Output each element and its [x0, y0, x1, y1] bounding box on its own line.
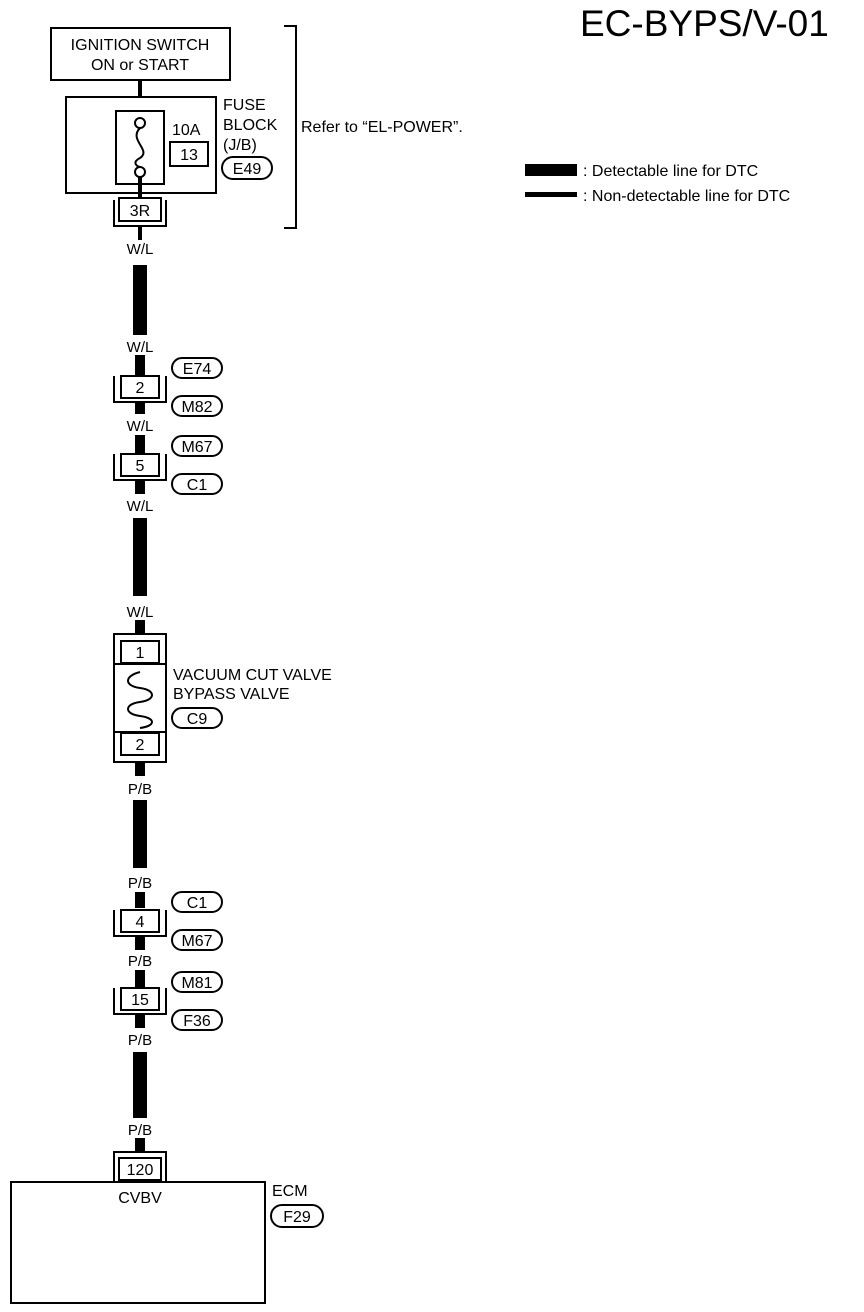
ecm-terminal-bracket [113, 1151, 167, 1182]
terminal-3r-box [118, 197, 162, 222]
joint-3-terminal: 4 [136, 914, 145, 931]
connector-pill-f36 [171, 1009, 223, 1031]
wire-detectable-segment [133, 265, 147, 335]
valve-terminal-out: 2 [136, 737, 145, 754]
wire-detectable-segment [133, 1052, 147, 1118]
connector-id-c9: C9 [187, 711, 208, 728]
valve-label-2: BYPASS VALVE [173, 686, 290, 703]
joint-4-terminal-box [120, 987, 160, 1011]
wire-segment [135, 355, 145, 375]
wire-segment [135, 1138, 145, 1152]
connector-id-c1: C1 [187, 477, 208, 494]
connector-pill-m67-lower [171, 929, 223, 951]
connector-pill-m67 [171, 435, 223, 457]
joint-4-terminal: 15 [131, 992, 149, 1009]
wire-color-label: W/L [127, 604, 154, 621]
wire-segment [135, 970, 145, 988]
fuse-number: 13 [180, 147, 198, 164]
wire-color-label: W/L [127, 498, 154, 515]
connector-id-e74: E74 [183, 361, 212, 378]
refer-bracket [284, 25, 297, 229]
joint-2-terminal-box [120, 453, 160, 477]
wire-segment [135, 480, 145, 494]
wire-segment [135, 936, 145, 950]
connector-pill-c1-lower [171, 891, 223, 913]
refer-note: Refer to “EL-POWER”. [301, 119, 463, 136]
ignition-switch-box [50, 27, 231, 81]
wire-color-label: P/B [128, 781, 152, 798]
terminal-3r-label: 3R [130, 203, 150, 220]
ecm-box [10, 1181, 266, 1304]
joint-3-terminal-box [120, 909, 160, 933]
legend-detectable-label: : Detectable line for DTC [583, 163, 758, 180]
ecm-pin-name: CVBV [118, 1190, 162, 1207]
wire-color-label: P/B [128, 1032, 152, 1049]
connector-id-f36: F36 [183, 1013, 211, 1030]
wire-color-label: W/L [127, 339, 154, 356]
connector-id-e49: E49 [233, 161, 262, 178]
legend-non-detectable-label: : Non-detectable line for DTC [583, 188, 790, 205]
wire-segment [135, 892, 145, 908]
fuse-block-label-1: FUSE [223, 97, 266, 114]
ignition-switch-label-1: IGNITION SWITCH [71, 37, 210, 54]
connector-pill-c9 [171, 707, 223, 729]
ecm-terminal: 120 [127, 1162, 154, 1179]
fuse-terminal-bottom [134, 166, 146, 178]
wire-segment [135, 762, 145, 776]
fuse-block-label-2: BLOCK [223, 117, 278, 134]
wire-color-label: P/B [128, 1122, 152, 1139]
connector-pill-c1 [171, 473, 223, 495]
legend-non-detectable-swatch [525, 192, 577, 197]
joint-1-terminal: 2 [136, 380, 145, 397]
wire-segment [135, 402, 145, 414]
connector-pill-m81 [171, 971, 223, 993]
fuse-number-box [169, 141, 209, 167]
valve-top-bracket [113, 633, 167, 664]
ignition-switch-label-2: ON or START [91, 57, 189, 74]
connector-pill-e74 [171, 357, 223, 379]
connector-pill-m82 [171, 395, 223, 417]
wire-color-label: W/L [127, 418, 154, 435]
connector-id-c1-lower: C1 [187, 895, 208, 912]
connector-id-m81: M81 [181, 975, 212, 992]
wire-segment [135, 1014, 145, 1028]
ecm-label: ECM [272, 1183, 308, 1200]
solenoid-coil-icon [127, 671, 153, 729]
connector-id-m82: M82 [181, 399, 212, 416]
valve-label-1: VACUUM CUT VALVE [173, 667, 332, 684]
connector-pill-e49 [221, 156, 273, 180]
fuse-block-label-3: (J/B) [223, 137, 257, 154]
fuse-terminal-top [134, 117, 146, 129]
connector-id-f29: F29 [283, 1209, 311, 1226]
joint-1-terminal-box [120, 375, 160, 399]
legend-detectable-swatch [525, 164, 577, 176]
connector-pill-f29 [270, 1204, 324, 1228]
wire-segment [135, 620, 145, 634]
fuse-rating: 10A [172, 122, 201, 139]
connector-id-m67: M67 [181, 439, 212, 456]
ecm-terminal-box [118, 1157, 162, 1181]
fuse-element-icon [134, 127, 145, 168]
wire-segment [135, 435, 145, 453]
wire-color-label: P/B [128, 953, 152, 970]
valve-terminal-in: 1 [136, 645, 145, 662]
wire-detectable-segment [133, 800, 147, 868]
valve-terminal-out-box [120, 732, 160, 756]
wire-color-label: P/B [128, 875, 152, 892]
valve-body [113, 663, 167, 733]
joint-2-terminal: 5 [136, 458, 145, 475]
page-title: EC-BYPS/V-01 [580, 3, 829, 44]
connector-id-m67-lower: M67 [181, 933, 212, 950]
wire-color-label: W/L [127, 241, 154, 258]
wire-detectable-segment [133, 518, 147, 596]
